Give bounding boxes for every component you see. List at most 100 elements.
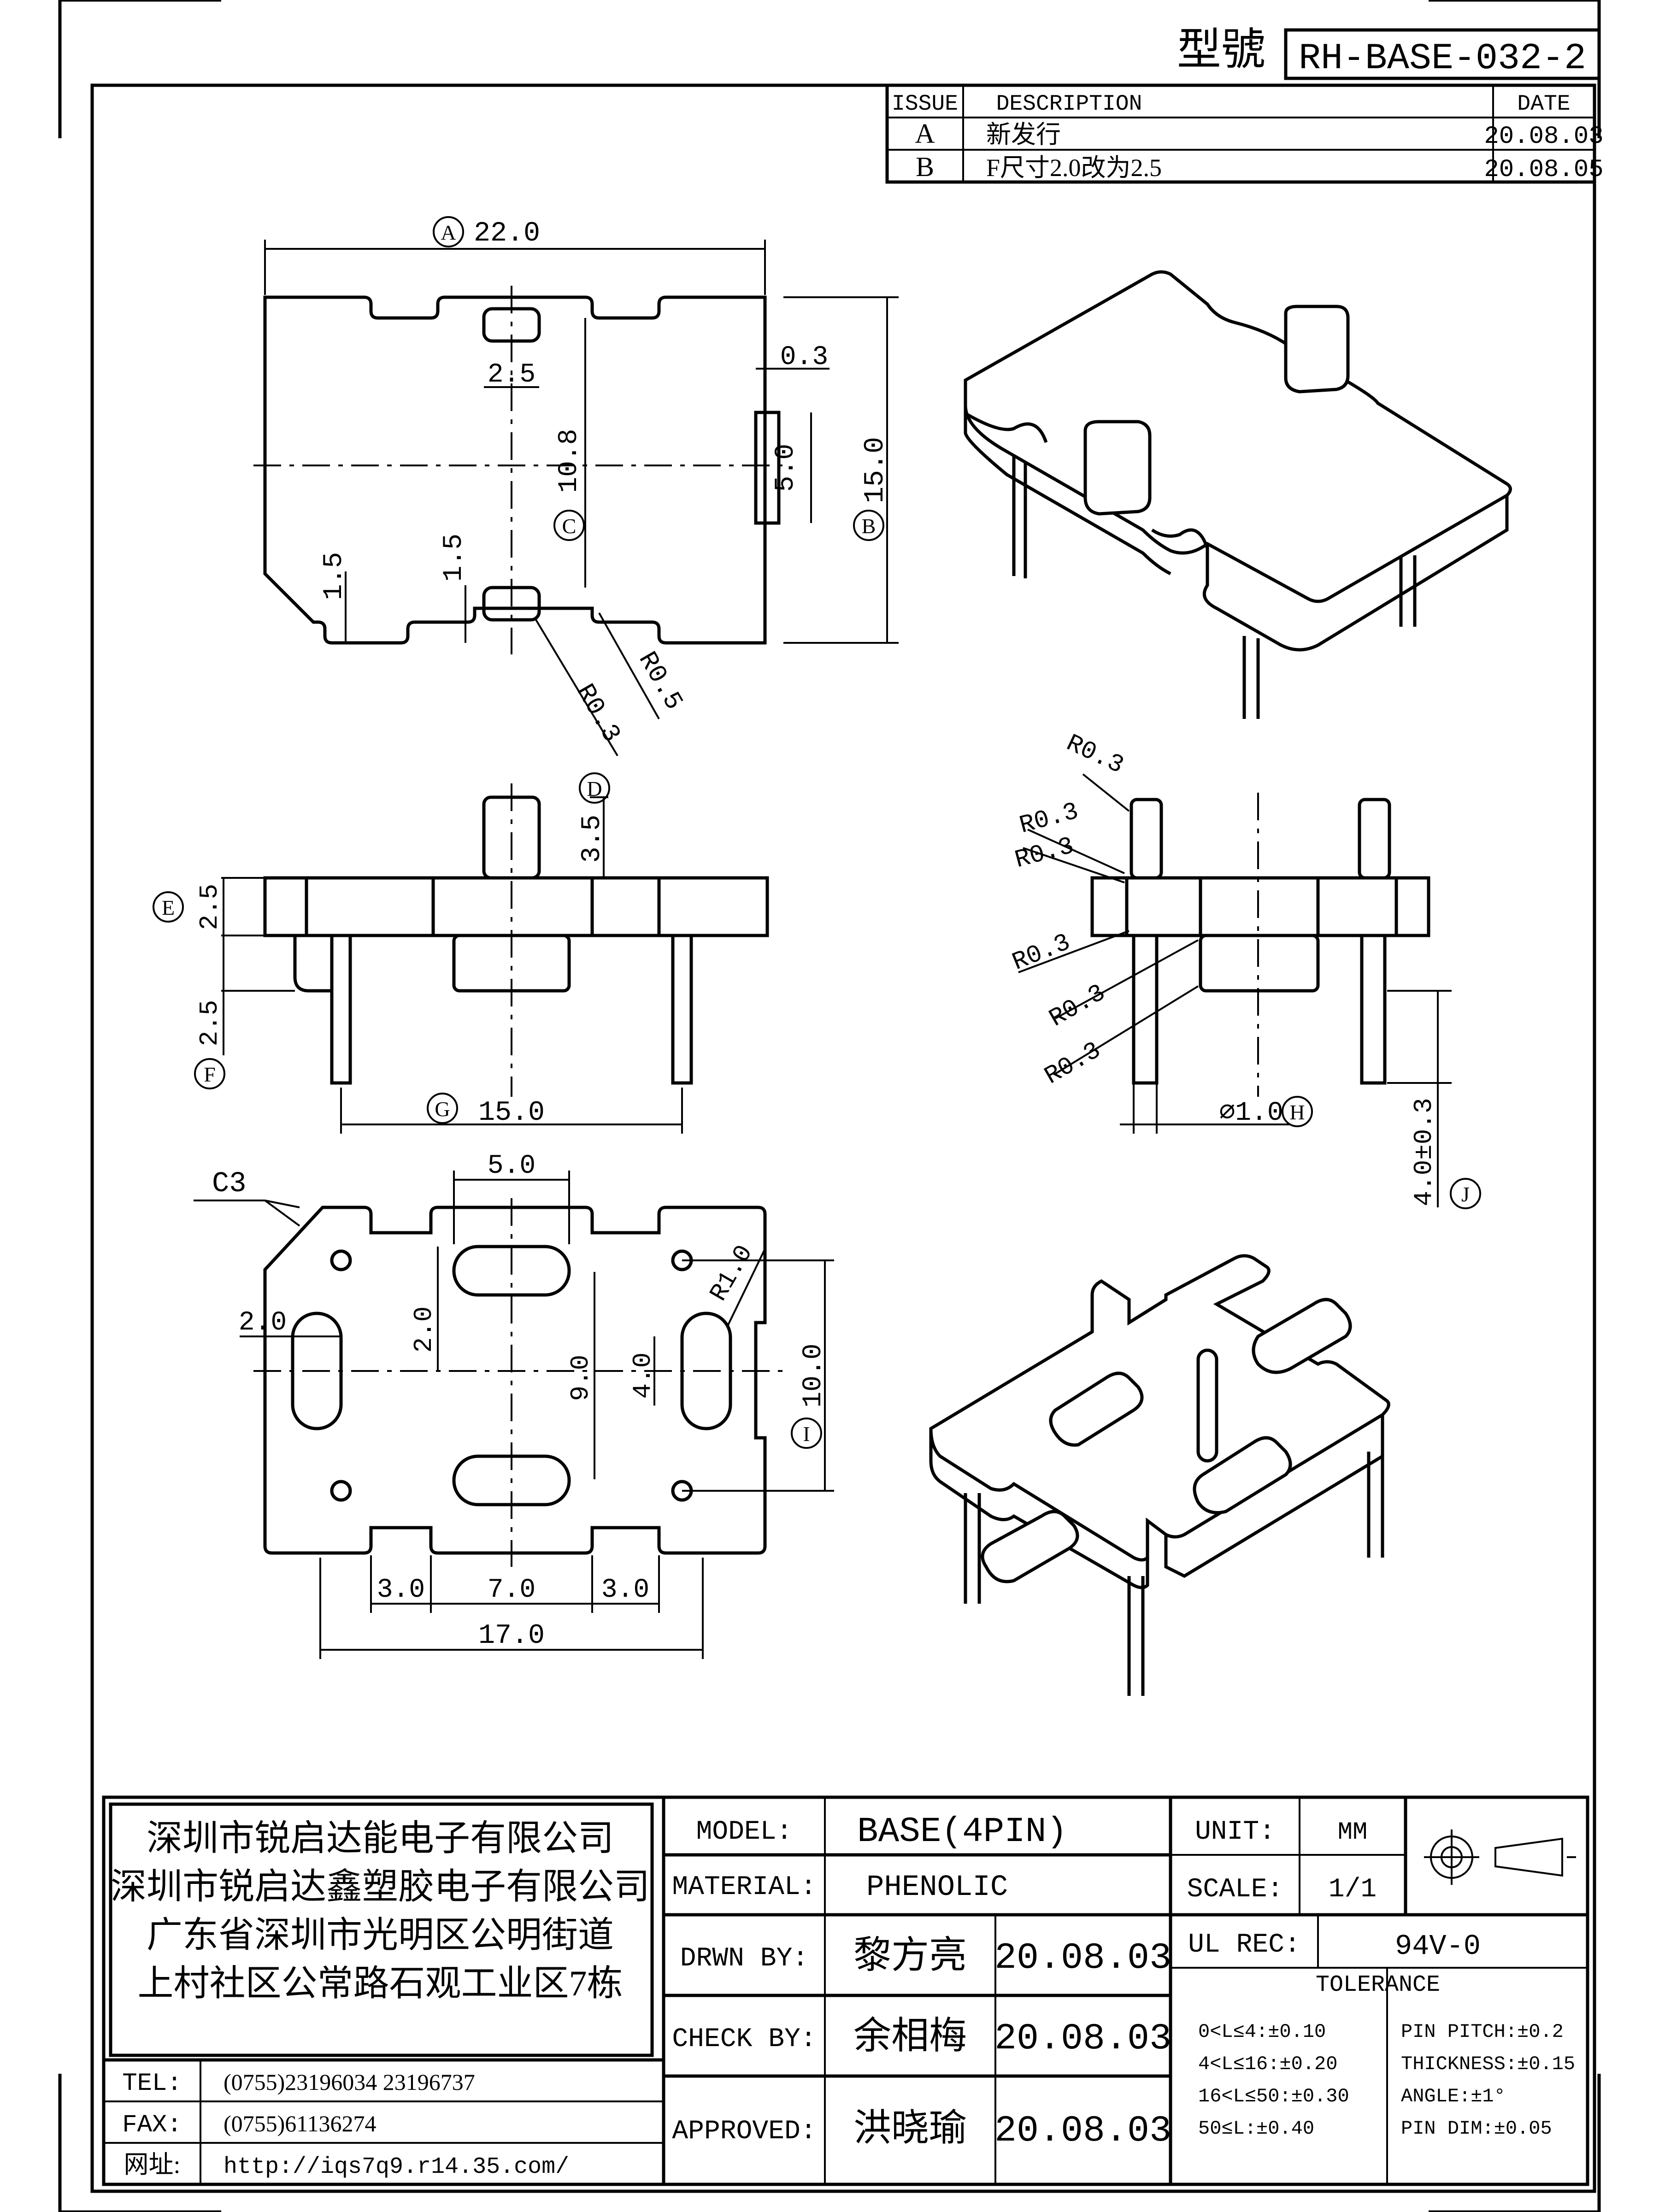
approved-label: APPROVED: (672, 2117, 816, 2147)
dim-g-tag: G (435, 1097, 450, 1121)
dim-5-0: 5.0 (771, 444, 801, 492)
dim-2-0-mid: 2.0 (409, 1306, 439, 1353)
tolerance-3: 16<L≤50:±0.30 (1198, 2085, 1349, 2107)
unit-label: UNIT: (1195, 1817, 1275, 1847)
side-r0-3-b: R0.3 (1017, 798, 1082, 840)
tel-label: TEL: (122, 2070, 182, 2098)
dim-1-5-left: 1.5 (319, 552, 349, 600)
part-label: 型號 (1177, 25, 1265, 74)
tel-value: (0755)23196034 23196737 (224, 2069, 475, 2095)
sheet-corner-marks (58, 0, 1601, 2212)
dim-d-value: 3.5 (577, 815, 607, 863)
dim-4-0: 4.0 (628, 1353, 658, 1399)
dim-c-value: 10.8 (554, 429, 584, 493)
company-line-2: 深圳市锐启达鑫塑胶电子有限公司 (111, 1866, 650, 1906)
material-value: PHENOLIC (866, 1871, 1008, 1904)
drawn-name: 黎方亮 (853, 1934, 967, 1976)
dim-a-value: 22.0 (474, 218, 540, 249)
approved-name: 洪晓瑜 (853, 2107, 967, 2149)
part-number: RH-BASE-032-2 (1299, 38, 1586, 80)
dim-b-tag: B (862, 514, 876, 538)
dim-1-5-mid: 1.5 (439, 534, 469, 582)
dim-c-tag: C (562, 514, 577, 538)
fax-value: (0755)61136274 (224, 2111, 376, 2136)
iso-view-bottom (929, 1254, 1390, 1696)
dim-d-tag: D (587, 777, 602, 800)
rev-header-issue: ISSUE (892, 92, 958, 117)
unit-value: MM (1338, 1818, 1368, 1847)
revision-table: ISSUE DESCRIPTION DATE A 新发行 20.08.03 B … (885, 83, 1604, 184)
dim-j-tag: J (1461, 1182, 1470, 1206)
ul-label: UL REC: (1188, 1930, 1300, 1960)
dim-b-value: 15.0 (860, 437, 891, 503)
check-name: 余相梅 (853, 2015, 967, 2057)
side-r0-3-d: R0.3 (1008, 929, 1074, 977)
side-view: R0.3 R0.3 R0.3 R0.3 R0.3 R0.3 ⌀1.0 H 4.0… (1008, 729, 1481, 1209)
material-label: MATERIAL: (672, 1872, 816, 1902)
rev-b-description: F尺寸2.0改为2.5 (986, 154, 1162, 182)
tolerance-1: 0<L≤4:±0.10 (1198, 2021, 1326, 2043)
rev-b-date: 20.08.05 (1484, 156, 1603, 184)
dim-i-value: 10.0 (799, 1343, 829, 1407)
dim-r0-5-top: R0.5 (632, 647, 689, 715)
dim-7-0: 7.0 (488, 1575, 535, 1605)
tolerance-4: 50≤L:±0.40 (1198, 2118, 1314, 2140)
dim-2-5: 2.5 (488, 360, 535, 390)
rev-a-description: 新发行 (986, 121, 1061, 148)
dim-f-tag: F (204, 1063, 216, 1086)
drawn-date: 20.08.03 (994, 1937, 1171, 1979)
drawing-frame (90, 83, 1596, 2193)
model-value: BASE(4PIN) (857, 1812, 1067, 1852)
dim-e-tag: E (162, 896, 175, 919)
dim-r1-0: R1.0 (705, 1241, 759, 1306)
fax-label: FAX: (122, 2111, 182, 2139)
dim-c3: C3 (212, 1167, 246, 1200)
company-line-1: 深圳市锐启达能电子有限公司 (147, 1818, 614, 1858)
drawn-label: DRWN BY: (680, 1944, 808, 1974)
front-view: 3.5 D 2.5 E 2.5 F G 15.0 (153, 772, 769, 1134)
side-r0-3-e: R0.3 (1045, 979, 1111, 1033)
pin-spec-4: PIN DIM:±0.05 (1401, 2118, 1552, 2140)
dim-r0-3-top: R0.3 (570, 679, 627, 747)
dim-9-0: 9.0 (566, 1355, 595, 1401)
tolerance-label: TOLERANCE (1316, 1972, 1440, 1998)
company-line-3: 广东省深圳市光明区公明街道 (147, 1915, 614, 1955)
part-number-header: 型號 RH-BASE-032-2 (1177, 25, 1601, 80)
dim-5-0-bottom: 5.0 (488, 1151, 535, 1181)
model-label: MODEL: (696, 1817, 793, 1847)
scale-value: 1/1 (1329, 1875, 1377, 1905)
iso-view-top (964, 270, 1512, 719)
rev-header-date: DATE (1517, 92, 1570, 117)
dim-h-value: ⌀1.0 (1219, 1098, 1283, 1128)
scale-label: SCALE: (1187, 1875, 1283, 1905)
dim-17-0: 17.0 (478, 1620, 545, 1652)
company-line-4: 上村社区公常路石观工业区7栋 (137, 1963, 623, 2003)
rev-a-issue: A (915, 118, 935, 149)
title-block: 深圳市锐启达能电子有限公司 深圳市锐启达鑫塑胶电子有限公司 广东省深圳市光明区公… (102, 1795, 1589, 2186)
web-value: http://iqs7q9.r14.35.com/ (224, 2154, 569, 2180)
check-label: CHECK BY: (672, 2024, 816, 2054)
rev-a-date: 20.08.03 (1484, 123, 1603, 151)
pin-spec-3: ANGLE:±1° (1401, 2085, 1506, 2107)
side-r0-3-a: R0.3 (1062, 729, 1128, 780)
dim-2-0-left: 2.0 (239, 1308, 287, 1338)
pin-spec-2: THICKNESS:±0.15 (1401, 2053, 1575, 2075)
dim-a-tag: A (441, 221, 456, 244)
top-view: A 22.0 15.0 B 5.0 0.3 2.5 10.8 C 1.5 1.5… (253, 216, 899, 757)
web-label: 网址: (124, 2151, 180, 2178)
dim-3-0-right: 3.0 (601, 1575, 649, 1605)
dim-i-tag: I (803, 1422, 810, 1446)
dim-3-0-left: 3.0 (377, 1575, 425, 1605)
rev-header-description: DESCRIPTION (996, 92, 1142, 117)
dim-e-value: 2.5 (195, 884, 224, 930)
approved-date: 20.08.03 (994, 2110, 1171, 2152)
projection-symbol-icon (1424, 1830, 1576, 1885)
ul-value: 94V-0 (1395, 1930, 1481, 1963)
bottom-view: C3 5.0 2.0 2.0 9.0 4.0 R1.0 10.0 I 3.0 7… (194, 1151, 834, 1659)
dim-g-value: 15.0 (478, 1097, 545, 1129)
tolerance-2: 4<L≤16:±0.20 (1198, 2053, 1337, 2075)
dim-j-value: 4.0±0.3 (1409, 1098, 1439, 1206)
dim-h-tag: H (1289, 1100, 1305, 1124)
check-date: 20.08.03 (994, 2018, 1171, 2060)
